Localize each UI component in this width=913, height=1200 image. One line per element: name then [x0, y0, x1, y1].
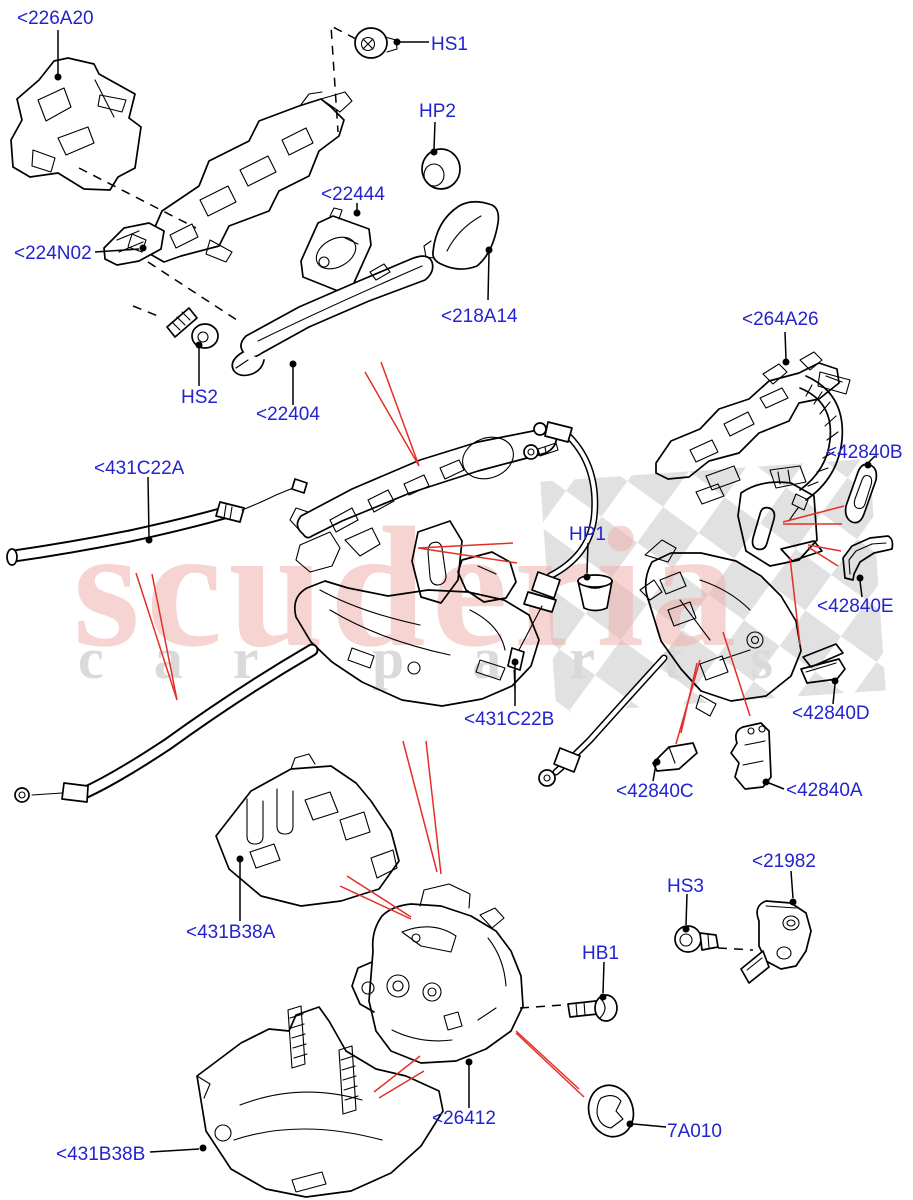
part-264a26-bracket-drawing	[655, 351, 851, 522]
part-431b38a-bracket-drawing	[215, 753, 400, 907]
part-central-assembly-drawing	[14, 428, 559, 803]
label-21982[interactable]: <21982	[752, 851, 816, 872]
label-431B38A[interactable]: <431B38A	[186, 922, 276, 943]
label-26412[interactable]: <26412	[432, 1108, 496, 1129]
label-22404[interactable]: <22404	[256, 404, 320, 425]
label-226A20[interactable]: <226A20	[17, 8, 94, 29]
part-labels: <226A20 HS1 HP2 <22444 <224N02 <218A14 <…	[14, 8, 903, 1165]
part-224n02-clip-drawing	[103, 222, 165, 266]
leader-lines	[54, 30, 876, 1153]
part-hs3-screw-drawing	[674, 925, 719, 953]
part-42840c-pad-drawing	[652, 742, 698, 772]
watermark-tagline-left: car	[78, 626, 309, 691]
label-22444[interactable]: <22444	[321, 184, 385, 205]
part-7a010-gasket-drawing	[587, 1084, 635, 1138]
label-HP1[interactable]: HP1	[569, 524, 606, 545]
part-21982-striker-drawing	[740, 900, 812, 984]
label-224N02[interactable]: <224N02	[14, 243, 92, 264]
part-22444-gasket-drawing	[300, 207, 372, 292]
label-7A010[interactable]: 7A010	[667, 1121, 722, 1142]
part-latch-assembly-drawing	[538, 465, 823, 787]
part-42840a-bracket-drawing	[730, 722, 772, 790]
watermark-tagline-right: parts	[372, 626, 841, 691]
part-hp2-plug-drawing	[421, 148, 461, 190]
checkered-flag-watermark	[540, 458, 886, 714]
label-218A14[interactable]: <218A14	[441, 306, 518, 327]
part-42840d-wedge-drawing	[800, 643, 846, 684]
part-431c22a-cable-drawing	[6, 478, 308, 566]
label-HS3[interactable]: HS3	[667, 876, 704, 897]
label-431C22A[interactable]: <431C22A	[94, 458, 185, 479]
label-42840A[interactable]: <42840A	[786, 780, 863, 801]
label-HP2[interactable]: HP2	[419, 101, 456, 122]
part-22404-handle-drawing	[231, 255, 434, 377]
label-42840D[interactable]: <42840D	[792, 703, 870, 724]
red-locator-lines	[135, 361, 845, 1099]
label-42840E[interactable]: <42840E	[817, 596, 894, 617]
dashed-assembly-lines	[78, 24, 754, 1009]
label-264A26[interactable]: <264A26	[742, 309, 819, 330]
label-42840B[interactable]: <42840B	[826, 442, 903, 463]
label-HS2[interactable]: HS2	[181, 387, 218, 408]
parts-artwork	[6, 27, 894, 1198]
label-431B38B[interactable]: <431B38B	[56, 1144, 145, 1165]
part-hb1-bolt-drawing	[567, 994, 618, 1022]
part-hp1-cap-drawing	[577, 574, 613, 612]
label-HB1[interactable]: HB1	[582, 943, 619, 964]
part-431b38b-shield-drawing	[196, 1005, 444, 1198]
watermark: scuderia car parts	[73, 458, 886, 714]
label-42840C[interactable]: <42840C	[616, 781, 694, 802]
part-226a20-drawing	[10, 57, 142, 191]
part-431c22b-cable-drawing	[507, 421, 599, 693]
part-hs1-screw-drawing	[354, 27, 398, 59]
part-224n02-frame-drawing	[149, 91, 353, 263]
label-431C22B[interactable]: <431C22B	[464, 709, 554, 730]
label-HS1[interactable]: HS1	[431, 34, 468, 55]
part-218a14-cap-drawing	[423, 200, 500, 270]
part-42840e-clip-drawing	[842, 535, 894, 581]
